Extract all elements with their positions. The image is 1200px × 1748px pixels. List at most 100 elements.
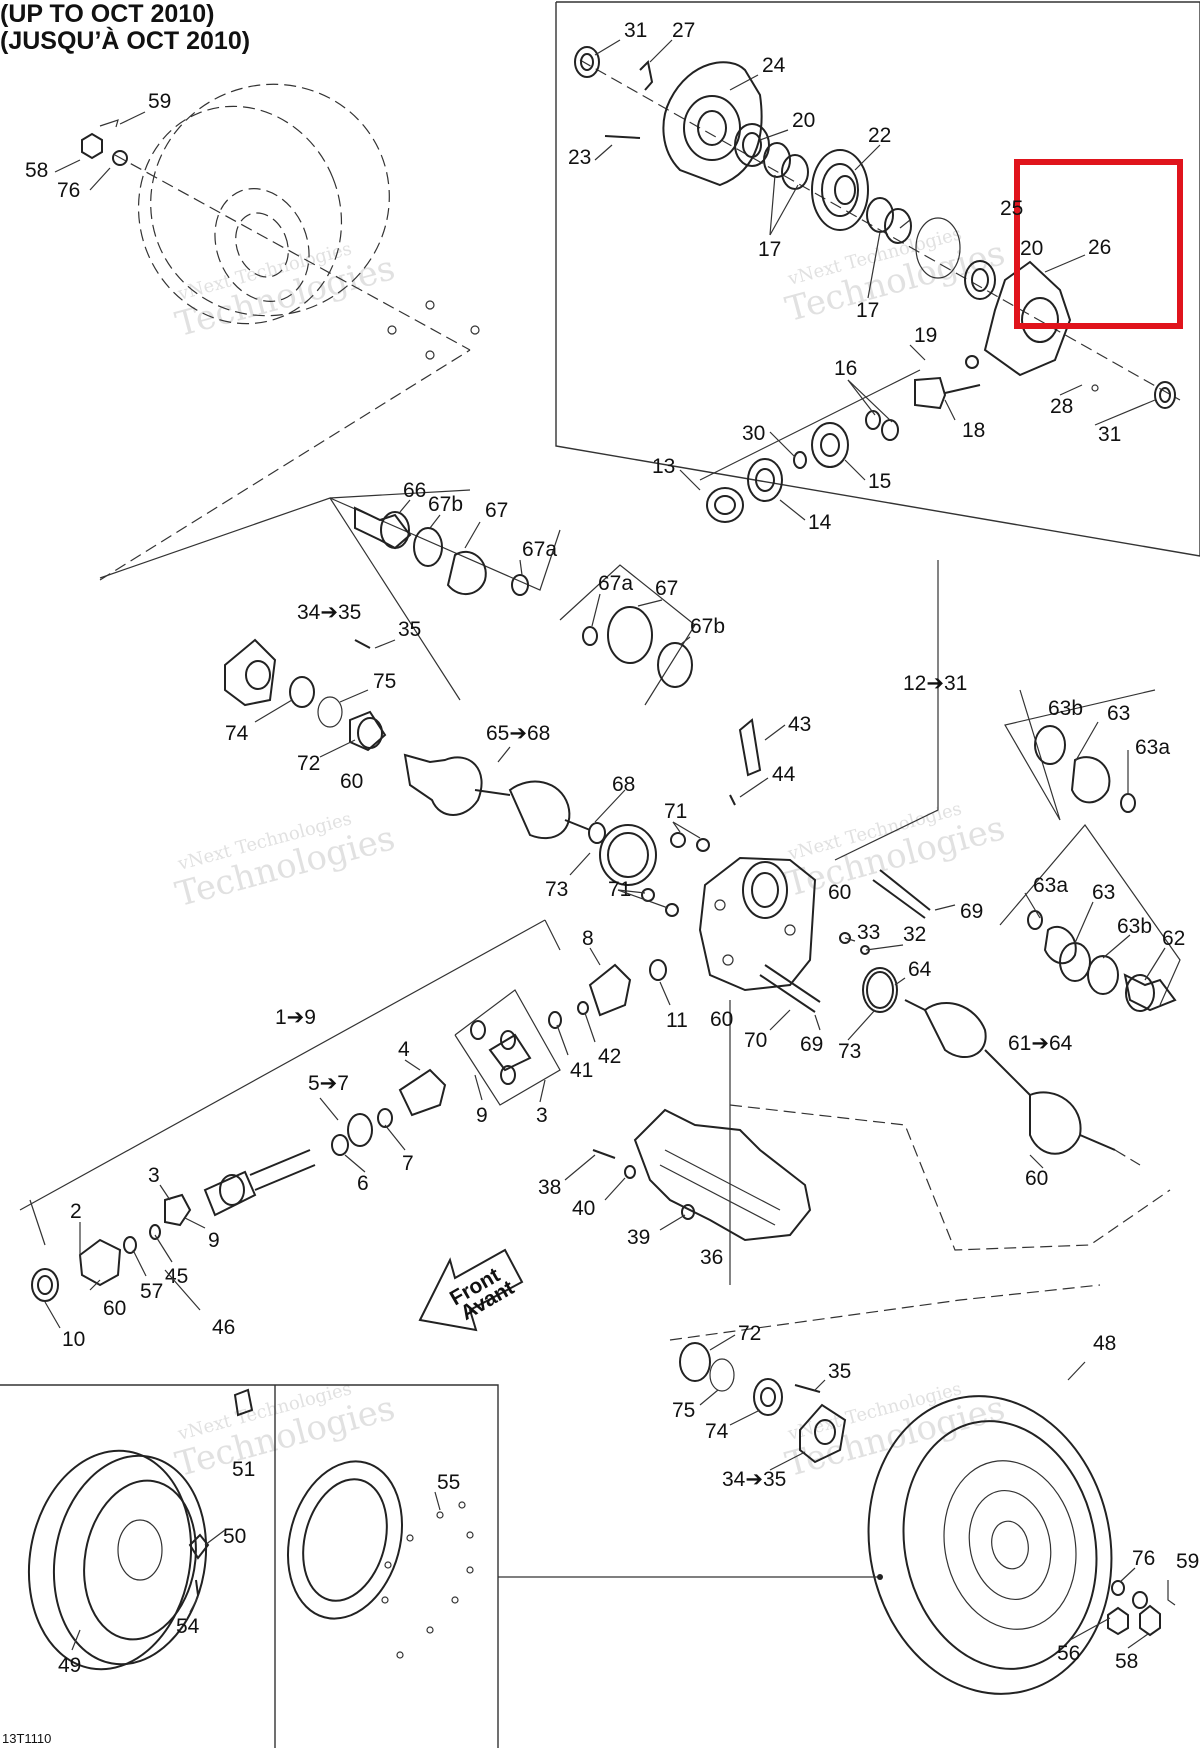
part-label: 62 [1162,927,1185,950]
part-label: 35 [398,618,421,641]
part-label: 60 [1025,1167,1048,1190]
part-label: 55 [437,1471,460,1494]
part-label: 59 [148,90,171,113]
right-axle [904,999,1141,1166]
vent-hose [729,718,762,806]
prop-shaft [19,919,632,1302]
part-label: 60 [103,1297,126,1320]
part-label: 50 [223,1525,246,1548]
part-label: 58 [25,159,48,182]
right-drive-shaft-kit [999,689,1181,1012]
part-label: 67a [598,572,633,595]
part-label: 40 [572,1197,595,1220]
part-label: 51 [232,1458,255,1481]
part-label: 25 [1000,197,1023,220]
part-label: 6 [357,1172,369,1195]
part-label: 5➔7 [308,1072,349,1095]
part-label: 24 [762,54,786,77]
part-label: 18 [962,419,985,442]
part-label: 75 [373,670,396,693]
part-label: 2 [70,1200,82,1223]
part-label: 28 [1050,395,1073,418]
part-label: 3 [536,1104,548,1127]
rim-detail-frame [0,1384,499,1748]
part-label: 27 [672,19,695,42]
part-label: 74 [705,1420,729,1443]
part-label: 16 [834,357,857,380]
diagram-title-en: (UP TO OCT 2010) [0,0,215,28]
part-label: 32 [903,923,926,946]
part-label: 61➔64 [1008,1032,1073,1055]
front-differential-housing [641,832,1171,1285]
part-label: 75 [672,1399,695,1422]
part-label: 60 [710,1008,733,1031]
part-label: 36 [700,1246,723,1269]
part-label: 13 [652,455,675,478]
diagram-code: 13T1110 [2,1731,52,1746]
part-label: 73 [838,1040,861,1063]
part-label: 39 [627,1226,650,1249]
diagram-title-fr: (JUSQU’À OCT 2010) [0,27,251,55]
part-label: 56 [1057,1642,1080,1665]
part-label: 74 [225,722,249,745]
part-label: 34➔35 [297,601,361,624]
left-drive-shaft-kit [99,489,696,706]
front-direction-arrow: Front Avant [418,1248,524,1332]
part-label: 63a [1033,874,1068,897]
part-label: 9 [476,1104,488,1127]
part-label: 44 [772,763,796,786]
part-label: 63a [1135,736,1170,759]
part-label: 72 [738,1322,761,1345]
part-label: 26 [1088,236,1111,259]
part-label: 54 [176,1615,200,1638]
part-label: 72 [297,752,320,775]
part-label: 67b [690,615,725,638]
part-label: 4 [398,1038,410,1061]
bottom-right-hub [669,1284,1101,1464]
part-label: 1➔9 [275,1006,316,1029]
part-label: 59 [1176,1550,1199,1573]
part-label: 69 [800,1033,823,1056]
part-label: 20 [1020,237,1043,260]
part-labels: 31 27 24 20 22 23 17 25 20 26 17 19 16 2… [25,19,1199,1677]
leader-12-31 [834,560,939,861]
skid-plate [592,1108,812,1242]
watermarks: vNext Technologies Technologies vNext Te… [171,223,1009,1485]
part-label: 63b [1048,697,1083,720]
part-label: 41 [570,1059,593,1082]
part-label: 46 [212,1316,235,1339]
part-label: 35 [828,1360,851,1383]
part-label: 65➔68 [486,722,550,745]
part-label: 11 [666,1009,688,1032]
part-label: 58 [1115,1650,1138,1673]
part-label: 22 [868,124,891,147]
part-label: 70 [744,1029,767,1052]
part-label: 3 [148,1164,160,1187]
differential-detail-frame [555,1,1200,557]
part-label: 63b [1117,915,1152,938]
part-label: 12➔31 [903,672,967,695]
bottom-right-tire [498,1361,1176,1695]
part-label: 31 [624,19,647,42]
part-label: 76 [1132,1547,1155,1570]
part-label: 34➔35 [722,1468,786,1491]
differential-assembly [574,46,1181,523]
part-label: 23 [568,146,591,169]
part-label: 43 [788,713,811,736]
part-label: 71 [608,878,631,901]
part-label: 67a [522,538,557,561]
part-label: 10 [62,1328,85,1351]
part-label: 71 [664,800,687,823]
part-label: 63 [1092,881,1115,904]
part-label: 20 [792,109,815,132]
part-label: 15 [868,470,891,493]
top-left-hub-hardware [81,119,128,166]
part-label: 57 [140,1280,163,1303]
part-label: 14 [808,511,832,534]
part-label: 8 [582,927,594,950]
part-label: 31 [1098,423,1121,446]
part-label: 60 [340,770,363,793]
part-label: 68 [612,773,635,796]
part-label: 7 [402,1152,414,1175]
